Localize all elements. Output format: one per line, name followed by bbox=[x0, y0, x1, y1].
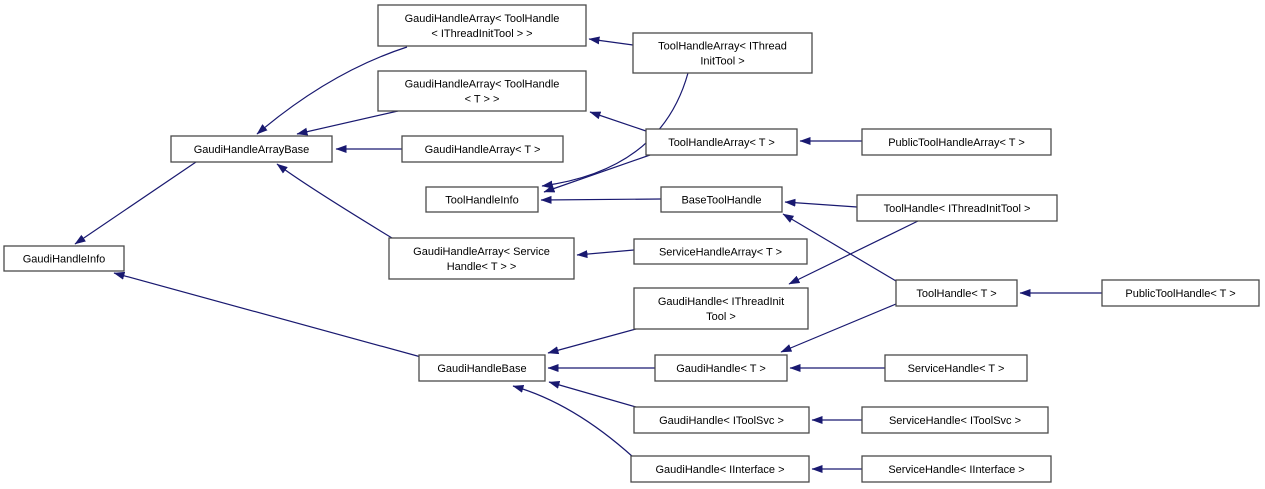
class-node-box[interactable] bbox=[3, 245, 125, 272]
class-node-box[interactable] bbox=[856, 194, 1058, 222]
class-node-gha-toolhandle-t[interactable]: GaudiHandleArray< ToolHandle< T > > bbox=[377, 70, 587, 112]
class-node-box[interactable] bbox=[660, 186, 783, 213]
inheritance-edge-th-t-to-bth bbox=[782, 213, 897, 282]
class-node-box[interactable] bbox=[1101, 279, 1260, 307]
class-node-ghi[interactable]: GaudiHandleInfo bbox=[3, 245, 125, 272]
class-node-sh-iinterface[interactable]: ServiceHandle< IInterface > bbox=[861, 455, 1052, 483]
class-node-box[interactable] bbox=[632, 32, 813, 74]
inheritance-edge-tha-t-to-thi bbox=[543, 154, 651, 193]
class-node-label: GaudiHandleArray< T > bbox=[425, 144, 541, 156]
inheritance-edge-gh-itoolsvc-to-ghb bbox=[548, 381, 637, 408]
class-node-ptha-t[interactable]: PublicToolHandleArray< T > bbox=[861, 128, 1052, 156]
class-node-box[interactable] bbox=[630, 455, 810, 483]
class-node-gha-toolhandle-ithreadinittool[interactable]: GaudiHandleArray< ToolHandle< IThreadIni… bbox=[377, 4, 587, 47]
class-node-box[interactable] bbox=[377, 4, 587, 47]
class-node-label: ServiceHandleArray< T > bbox=[659, 247, 782, 259]
class-node-thi[interactable]: ToolHandleInfo bbox=[425, 186, 539, 213]
class-node-box[interactable] bbox=[633, 287, 809, 330]
class-node-sha-t[interactable]: ServiceHandleArray< T > bbox=[633, 238, 808, 265]
class-node-box[interactable] bbox=[633, 406, 810, 434]
inheritance-edge-sha-t-to-gha-servicehandle-t bbox=[576, 249, 635, 259]
inheritance-edge-th-ithreadinittool-to-bth bbox=[784, 198, 858, 208]
class-node-box[interactable] bbox=[377, 70, 587, 112]
class-node-box[interactable] bbox=[861, 128, 1052, 156]
class-node-label: ServiceHandle< IInterface > bbox=[888, 464, 1024, 476]
class-node-box[interactable] bbox=[895, 279, 1018, 307]
inheritance-edge-gha-toolhandle-t-to-ghab bbox=[296, 110, 399, 136]
inheritance-edge-th-ithreadinittool-to-gh-ithreadinittool bbox=[788, 220, 919, 285]
class-node-box[interactable] bbox=[861, 406, 1049, 434]
class-node-pth-t[interactable]: PublicToolHandle< T > bbox=[1101, 279, 1260, 307]
class-node-label: GaudiHandleArray< ToolHandle< IThreadIni… bbox=[405, 13, 560, 40]
class-node-tha-t[interactable]: ToolHandleArray< T > bbox=[645, 128, 798, 156]
class-node-gh-itoolsvc[interactable]: GaudiHandle< IToolSvc > bbox=[633, 406, 810, 434]
class-node-box[interactable] bbox=[633, 238, 808, 265]
inheritance-edge-tha-t-to-gha-toolhandle-t bbox=[589, 111, 647, 132]
class-node-label: ServiceHandle< IToolSvc > bbox=[889, 415, 1021, 427]
class-node-label: GaudiHandle< IToolSvc > bbox=[659, 415, 784, 427]
inheritance-edge-tha-ithreadinittool-to-thi bbox=[541, 72, 689, 189]
class-node-gh-t[interactable]: GaudiHandle< T > bbox=[654, 354, 788, 382]
class-node-label: GaudiHandle< IInterface > bbox=[655, 464, 784, 476]
class-node-box[interactable] bbox=[884, 354, 1028, 382]
inheritance-edge-gh-iinterface-to-ghb bbox=[512, 385, 634, 458]
class-node-th-ithreadinittool[interactable]: ToolHandle< IThreadInitTool > bbox=[856, 194, 1058, 222]
class-node-box[interactable] bbox=[861, 455, 1052, 483]
class-node-box[interactable] bbox=[388, 237, 575, 280]
class-node-box[interactable] bbox=[418, 354, 546, 382]
class-node-box[interactable] bbox=[654, 354, 788, 382]
class-node-label: BaseToolHandle bbox=[681, 195, 761, 207]
class-node-label: PublicToolHandleArray< T > bbox=[888, 137, 1025, 149]
inheritance-edge-ghb-to-ghi bbox=[113, 271, 422, 358]
class-node-label: PublicToolHandle< T > bbox=[1125, 288, 1235, 300]
class-node-sh-t[interactable]: ServiceHandle< T > bbox=[884, 354, 1028, 382]
class-node-gha-t[interactable]: GaudiHandleArray< T > bbox=[401, 135, 564, 163]
class-node-label: GaudiHandleBase bbox=[437, 363, 526, 375]
class-node-box[interactable] bbox=[170, 135, 333, 163]
class-node-label: ToolHandle< T > bbox=[916, 288, 996, 300]
class-node-label: GaudiHandleInfo bbox=[23, 254, 106, 266]
class-node-sh-itoolsvc[interactable]: ServiceHandle< IToolSvc > bbox=[861, 406, 1049, 434]
class-node-box[interactable] bbox=[425, 186, 539, 213]
class-node-label: GaudiHandleArray< ToolHandle< T > > bbox=[405, 79, 560, 106]
class-node-label: ServiceHandle< T > bbox=[908, 363, 1005, 375]
inheritance-edge-th-t-to-gh-t bbox=[780, 303, 897, 353]
class-node-bth[interactable]: BaseToolHandle bbox=[660, 186, 783, 213]
inheritance-edge-ghab-to-ghi bbox=[74, 161, 197, 245]
class-node-label: ToolHandleArray< T > bbox=[668, 137, 775, 149]
class-node-ghb[interactable]: GaudiHandleBase bbox=[418, 354, 546, 382]
inheritance-edge-bth-to-thi bbox=[540, 195, 662, 204]
inheritance-edge-gha-toolhandle-ithreadinittool-to-ghab bbox=[256, 46, 408, 135]
inheritance-edge-tha-ithreadinittool-to-gha-toolhandle-ithreadinittool bbox=[588, 36, 634, 46]
class-node-label: GaudiHandle< T > bbox=[676, 363, 766, 375]
inheritance-edge-gha-servicehandle-t-to-ghab bbox=[276, 163, 393, 239]
class-node-ghab[interactable]: GaudiHandleArrayBase bbox=[170, 135, 333, 163]
class-node-label: ToolHandleInfo bbox=[445, 195, 518, 207]
class-node-gh-iinterface[interactable]: GaudiHandle< IInterface > bbox=[630, 455, 810, 483]
class-node-label: ToolHandle< IThreadInitTool > bbox=[884, 203, 1031, 215]
class-node-th-t[interactable]: ToolHandle< T > bbox=[895, 279, 1018, 307]
inheritance-edge-gh-ithreadinittool-to-ghb bbox=[547, 328, 637, 355]
class-node-box[interactable] bbox=[401, 135, 564, 163]
class-node-box[interactable] bbox=[645, 128, 798, 156]
class-node-label: GaudiHandleArrayBase bbox=[194, 144, 310, 156]
